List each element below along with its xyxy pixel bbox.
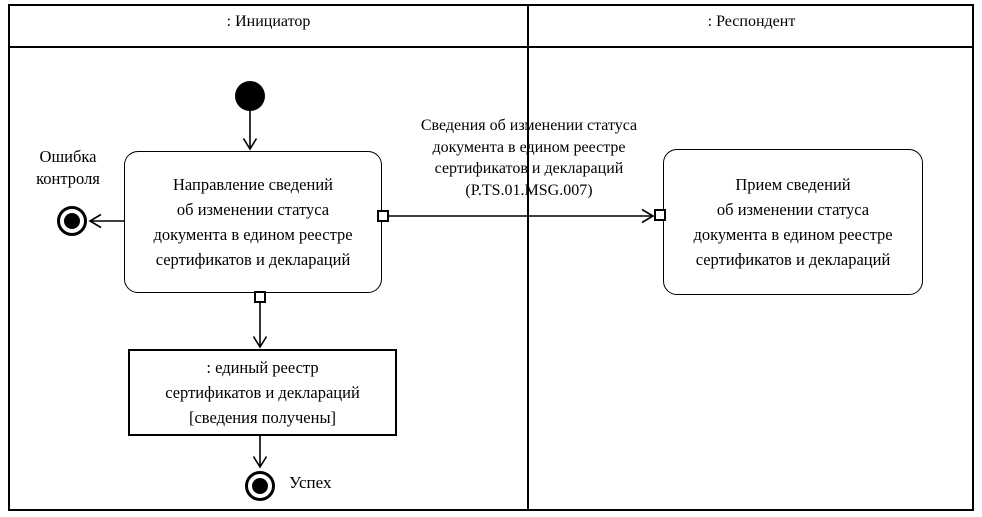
success-label: Успех	[289, 473, 332, 492]
activity-receive-line: Прием сведений	[735, 175, 851, 194]
object-registry-line: : единый реестр	[206, 358, 319, 377]
message-label-line: (P.TS.01.MSG.007)	[465, 181, 593, 199]
send-output-pin-right	[377, 210, 389, 222]
error-final-node	[57, 206, 87, 236]
error-label-line: контроля	[36, 169, 100, 188]
message-label: Сведения об изменении статуса документа …	[392, 115, 666, 201]
activity-send-line: документа в едином реестре	[153, 225, 353, 244]
error-label: Ошибка контроля	[22, 146, 114, 190]
success-final-node-dot	[252, 478, 268, 494]
message-label-line: сертификатов и деклараций	[434, 160, 624, 177]
activity-send-line: Направление сведений	[173, 175, 333, 194]
activity-send-line: об изменении статуса	[176, 200, 330, 219]
activity-receive-line: об изменении статуса	[716, 200, 870, 219]
error-label-line: Ошибка	[39, 147, 97, 166]
activity-receive-box: Прием сведений об изменении статуса доку…	[663, 149, 923, 295]
lane-divider	[527, 4, 529, 511]
activity-receive-line: сертификатов и деклараций	[695, 250, 891, 269]
lane-header-respondent: : Респондент	[707, 13, 796, 30]
activity-send-box: Направление сведений об изменении статус…	[124, 151, 382, 293]
initial-node	[235, 81, 265, 111]
object-registry-line: [сведения получены]	[188, 408, 337, 427]
send-output-pin-bottom	[254, 291, 266, 303]
diagram-frame	[8, 4, 974, 511]
object-registry-box: : единый реестр сертификатов и деклараци…	[128, 349, 397, 436]
lane-header-initiator: : Инициатор	[226, 13, 311, 30]
message-label-line: Сведения об изменении статуса	[420, 117, 638, 134]
activity-receive-line: документа в едином реестре	[693, 225, 893, 244]
activity-send-line: сертификатов и деклараций	[155, 250, 351, 269]
object-registry-line: сертификатов и деклараций	[165, 383, 360, 402]
receive-input-pin	[654, 209, 666, 221]
lane-header-separator	[8, 46, 974, 48]
error-final-node-dot	[64, 213, 80, 229]
message-label-line: документа в едином реестре	[432, 138, 626, 156]
success-final-node	[245, 471, 275, 501]
